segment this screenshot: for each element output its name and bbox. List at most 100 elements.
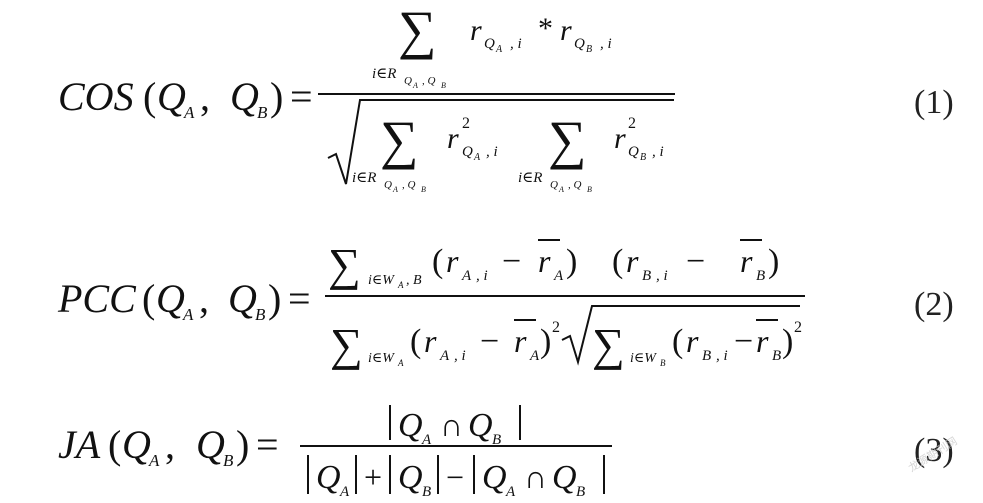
- svg-text:, i: , i: [454, 348, 466, 364]
- equation-number-3: (3): [914, 432, 954, 469]
- svg-text:B: B: [492, 432, 501, 448]
- svg-text:): ): [268, 276, 281, 321]
- svg-text:=: =: [256, 422, 279, 467]
- svg-text:(: (: [410, 323, 421, 360]
- svg-text:i∈W: i∈W: [368, 351, 395, 366]
- svg-text:A: A: [529, 348, 540, 364]
- svg-text:, i: , i: [486, 144, 498, 160]
- svg-text:Q: Q: [384, 179, 392, 191]
- svg-text:i∈R: i∈R: [518, 170, 542, 186]
- svg-text:A: A: [473, 152, 481, 163]
- svg-text:, i: , i: [510, 36, 522, 52]
- svg-text:, i: , i: [652, 144, 664, 160]
- svg-text:A: A: [461, 268, 472, 284]
- svg-text:,: ,: [165, 422, 175, 467]
- svg-text:Q: Q: [228, 276, 257, 321]
- svg-text:,: ,: [200, 74, 210, 119]
- svg-text:A: A: [148, 451, 160, 470]
- svg-text:2: 2: [628, 115, 636, 132]
- svg-text:r: r: [756, 323, 769, 359]
- svg-text:): ): [236, 422, 249, 467]
- svg-text:A: A: [558, 185, 564, 194]
- svg-text:B: B: [756, 268, 765, 284]
- svg-text:): ): [768, 243, 779, 280]
- svg-text:A: A: [505, 484, 516, 500]
- svg-text:COS: COS: [58, 74, 134, 119]
- svg-text:i∈R: i∈R: [372, 66, 396, 82]
- svg-text:2: 2: [794, 319, 802, 336]
- svg-text:=: =: [288, 276, 311, 321]
- svg-text:A: A: [182, 305, 194, 324]
- svg-text:−: −: [686, 243, 705, 280]
- svg-text:B: B: [421, 185, 426, 194]
- svg-text:Q: Q: [398, 407, 423, 444]
- svg-text:∑: ∑: [398, 0, 437, 60]
- svg-text:Q: Q: [316, 459, 341, 496]
- svg-text:r: r: [470, 14, 482, 47]
- svg-text:(: (: [142, 276, 155, 321]
- svg-text:r: r: [686, 323, 699, 359]
- svg-text:Q: Q: [468, 407, 493, 444]
- svg-text:r: r: [626, 243, 639, 279]
- svg-text:PCC: PCC: [57, 276, 137, 321]
- svg-text:∑: ∑: [328, 239, 361, 290]
- svg-text:A: A: [392, 185, 398, 194]
- svg-text:r: r: [538, 243, 551, 279]
- svg-text:B: B: [223, 451, 234, 470]
- svg-text:(: (: [672, 323, 683, 360]
- svg-text:A: A: [339, 484, 350, 500]
- svg-text:∑: ∑: [592, 319, 625, 370]
- svg-text:): ): [782, 323, 793, 360]
- svg-text:): ): [270, 74, 283, 119]
- svg-text:(: (: [143, 74, 156, 119]
- svg-text:A: A: [439, 348, 450, 364]
- svg-text:JA: JA: [58, 422, 101, 467]
- svg-text:, i: , i: [600, 36, 612, 52]
- svg-text:Q: Q: [550, 179, 558, 191]
- svg-text:A: A: [495, 44, 503, 55]
- svg-text:r: r: [447, 122, 459, 155]
- svg-text:B: B: [257, 103, 268, 122]
- svg-text:, Q: , Q: [568, 179, 582, 191]
- svg-text:B: B: [422, 484, 431, 500]
- svg-text:B: B: [576, 484, 585, 500]
- svg-text:Q: Q: [404, 75, 412, 87]
- svg-text:Q: Q: [122, 422, 151, 467]
- svg-text:Q: Q: [157, 74, 186, 119]
- svg-text:A: A: [397, 280, 404, 290]
- svg-text:∑: ∑: [380, 110, 419, 170]
- svg-text:−: −: [480, 323, 499, 360]
- svg-text:A: A: [421, 432, 432, 448]
- svg-text:r: r: [446, 243, 459, 279]
- svg-text:, i: , i: [716, 348, 728, 364]
- svg-text:B: B: [586, 44, 592, 55]
- svg-text:Q: Q: [628, 144, 639, 160]
- svg-text:−: −: [734, 323, 753, 360]
- equation-number-1: (1): [914, 84, 954, 121]
- svg-text:, i: , i: [476, 268, 488, 284]
- svg-text:): ): [566, 243, 577, 280]
- svg-text:Q: Q: [482, 459, 507, 496]
- svg-text:Q: Q: [484, 36, 495, 52]
- svg-text:Q: Q: [196, 422, 225, 467]
- svg-text:∑: ∑: [330, 319, 363, 370]
- svg-text:r: r: [514, 323, 527, 359]
- svg-text:, i: , i: [656, 268, 668, 284]
- equation-number-2: (2): [914, 286, 954, 323]
- svg-text:i∈W: i∈W: [368, 273, 395, 288]
- svg-text:*: *: [538, 12, 553, 45]
- svg-text:A: A: [412, 81, 418, 90]
- svg-text:B: B: [702, 348, 711, 364]
- svg-text:B: B: [642, 268, 651, 284]
- svg-text:(: (: [432, 243, 443, 280]
- svg-text:Q: Q: [552, 459, 577, 496]
- svg-text:B: B: [587, 185, 592, 194]
- svg-text:B: B: [441, 81, 446, 90]
- svg-text:(: (: [108, 422, 121, 467]
- svg-text:∩: ∩: [524, 459, 547, 495]
- svg-text:∑: ∑: [548, 110, 587, 170]
- svg-text:, Q: , Q: [422, 75, 436, 87]
- svg-text:Q: Q: [156, 276, 185, 321]
